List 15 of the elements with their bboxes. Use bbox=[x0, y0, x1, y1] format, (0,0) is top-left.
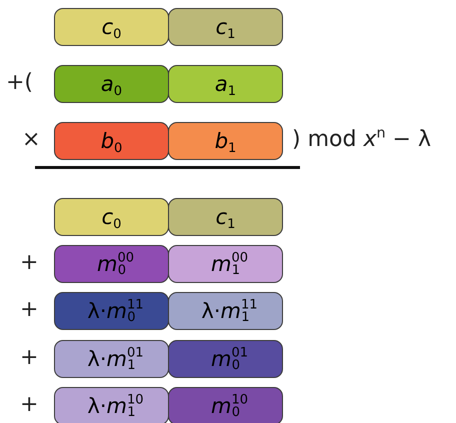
operator-label: + bbox=[20, 394, 38, 416]
operator-label: + bbox=[20, 252, 38, 274]
operator-label: × bbox=[22, 129, 40, 151]
term-cell: a$_{0}$ bbox=[54, 65, 169, 103]
operator-label: +( bbox=[6, 72, 34, 94]
term-cell: c$_{1}$ bbox=[168, 8, 283, 46]
operator-label: + bbox=[20, 347, 38, 369]
term-cell: c$_{0}$ bbox=[54, 8, 169, 46]
term-cell: b$_{0}$ bbox=[54, 122, 169, 160]
term-cell: c$_{1}$ bbox=[168, 198, 283, 236]
operator-label: + bbox=[20, 299, 38, 321]
term-cell: a$_{1}$ bbox=[168, 65, 283, 103]
term-cell: c$_{0}$ bbox=[54, 198, 169, 236]
term-cell: b$_{1}$ bbox=[168, 122, 283, 160]
operator-label: ) mod x$^{n}$ − λ bbox=[292, 129, 431, 151]
